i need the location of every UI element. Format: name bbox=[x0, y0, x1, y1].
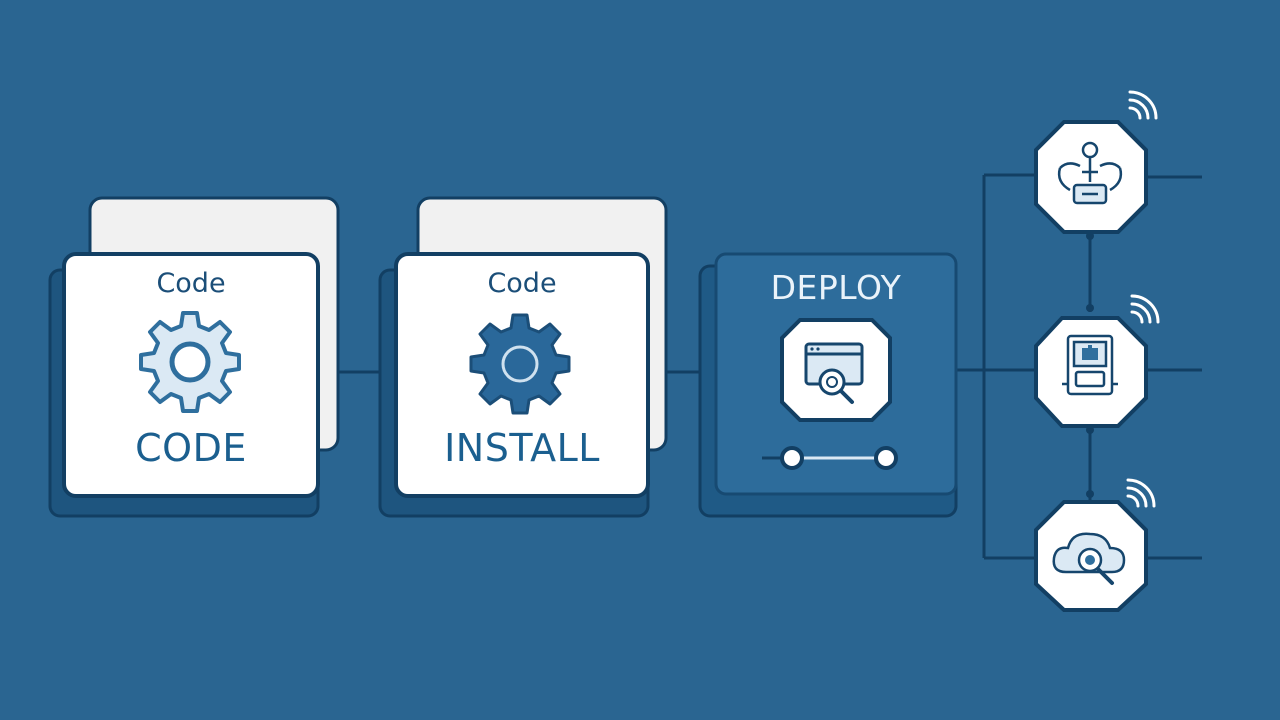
stage-card-code bbox=[48, 196, 340, 518]
connected-device-icon bbox=[1057, 141, 1123, 205]
junction-dot bbox=[1086, 490, 1094, 498]
stage-label-install: Code bbox=[487, 268, 557, 299]
target-node-bottom bbox=[1034, 478, 1156, 612]
target-node-top bbox=[1034, 90, 1158, 234]
cloud-search-icon bbox=[1052, 532, 1126, 585]
wireless-signal-icon bbox=[1126, 478, 1156, 508]
stage-label-code: Code bbox=[156, 268, 226, 299]
gear-outline-icon bbox=[139, 311, 241, 413]
puzzle-module-icon bbox=[1062, 334, 1118, 396]
stage-title-deploy: DEPLOY bbox=[770, 268, 902, 307]
wireless-signal-icon bbox=[1130, 294, 1160, 324]
slider-toggle-icon bbox=[762, 446, 898, 470]
stage-card-deploy bbox=[698, 252, 958, 518]
wireless-signal-icon bbox=[1128, 90, 1158, 120]
stage-card-install bbox=[378, 196, 668, 518]
stage-title-install: INSTALL bbox=[444, 426, 600, 470]
gear-solid-icon bbox=[469, 313, 571, 415]
stage-title-code: CODE bbox=[135, 426, 247, 470]
junction-dot bbox=[1086, 304, 1094, 312]
inspect-window-icon bbox=[780, 318, 892, 422]
target-node-middle bbox=[1034, 294, 1160, 428]
